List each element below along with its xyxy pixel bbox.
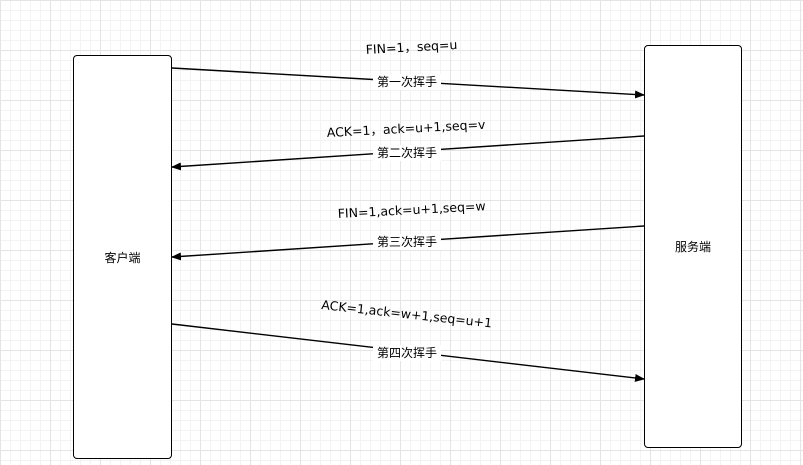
server-label: 服务端 <box>674 240 711 254</box>
client-box[interactable]: 客户端 <box>73 55 172 459</box>
message-4-step: 第四次挥手 <box>377 346 437 360</box>
client-label: 客户端 <box>104 250 141 265</box>
message-4-label: ACK=1,ack=w+1,seq=u+1 <box>321 297 493 330</box>
message-1: FIN=1，seq=u 第一次挥手 <box>171 37 645 99</box>
message-1-step: 第一次挥手 <box>377 75 437 89</box>
message-3: FIN=1,ack=u+1,seq=w 第三次挥手 <box>171 198 645 261</box>
message-3-label: FIN=1,ack=u+1,seq=w <box>337 198 486 221</box>
message-2-label: ACK=1，ack=u+1,seq=v <box>326 117 486 140</box>
message-3-step: 第三次挥手 <box>377 235 437 249</box>
message-4: ACK=1,ack=w+1,seq=u+1 第四次挥手 <box>171 297 645 382</box>
server-box[interactable]: 服务端 <box>644 45 742 448</box>
message-1-label: FIN=1，seq=u <box>365 37 457 57</box>
message-2: ACK=1，ack=u+1,seq=v 第二次挥手 <box>171 117 645 171</box>
message-2-step: 第二次挥手 <box>377 146 437 160</box>
